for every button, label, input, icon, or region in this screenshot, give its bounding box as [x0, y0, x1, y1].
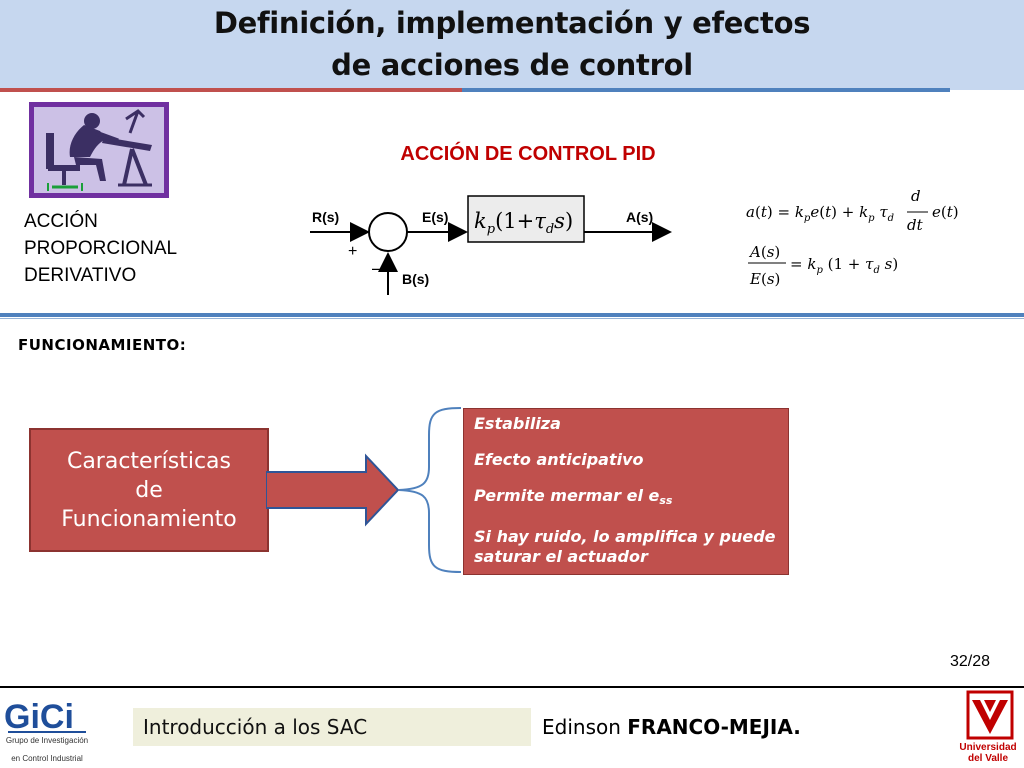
- list-item: Estabiliza: [474, 414, 561, 433]
- author-last-name: FRANCO-MEJIA.: [627, 715, 801, 739]
- characteristics-box: Características de Funcionamiento: [29, 428, 269, 552]
- svg-text:e(t): e(t): [932, 203, 959, 221]
- svg-text:dt: dt: [907, 216, 924, 234]
- right-arrow-icon: [266, 453, 400, 527]
- characteristics-line2: de: [135, 477, 163, 503]
- action-type-label: ACCIÓN PROPORCIONAL DERIVATIVO: [24, 208, 177, 289]
- characteristics-line1: Características: [66, 448, 231, 474]
- univalle-caption-line2: del Valle: [967, 753, 1009, 764]
- gici-logo-text: GiCi: [4, 698, 74, 736]
- svg-text:a(t) = kpe(t) + kp τd: a(t) = kpe(t) + kp τd: [746, 203, 894, 224]
- error-signal-label: E(s): [422, 209, 448, 225]
- output-signal-label: A(s): [626, 209, 653, 225]
- course-title: Introducción a los SAC: [133, 708, 531, 746]
- slide-title-line2: de acciones de control: [331, 48, 693, 82]
- gici-caption: Grupo de Investigación en Control Indust…: [4, 736, 90, 764]
- svg-text:A(s): A(s): [748, 243, 780, 261]
- block-diagram: R(s) + – B(s) E(s) kp(1+τds) A(s): [310, 195, 672, 295]
- title-rule-red: [0, 88, 462, 92]
- svg-text:= kp (1 + τd s): = kp (1 + τd s): [790, 255, 898, 276]
- feedback-signal-label: B(s): [402, 271, 429, 287]
- side-label-line3: DERIVATIVO: [24, 265, 137, 286]
- list-item-text: Permite mermar el e: [474, 486, 660, 505]
- slide-title-line1: Definición, implementación y efectos: [213, 6, 811, 40]
- summing-junction: [368, 212, 408, 252]
- side-label-line1: ACCIÓN: [24, 211, 98, 232]
- effects-list: Estabiliza Efecto anticipativo Permite m…: [463, 408, 789, 575]
- minus-sign: –: [372, 258, 382, 278]
- pid-formulas: a(t) = kpe(t) + kp τd d dt e(t) A(s) E(s…: [746, 187, 959, 288]
- title-band: [0, 0, 1024, 90]
- section-divider: [0, 313, 1024, 317]
- pid-heading: ACCIÓN DE CONTROL PID: [400, 143, 656, 165]
- controller-block: [467, 195, 585, 243]
- univalle-logo: [966, 690, 1014, 740]
- section-label: FUNCIONAMIENTO:: [18, 336, 187, 354]
- left-brace-icon: [398, 407, 462, 573]
- gici-caption-line2: en Control Industrial: [11, 754, 83, 763]
- svg-text:d: d: [911, 187, 921, 205]
- univalle-caption-line1: Universidad: [959, 742, 1017, 753]
- person-at-desk-icon: [46, 109, 152, 191]
- univalle-caption: Universidad del Valle: [952, 742, 1024, 764]
- gici-logo: GiCi: [4, 698, 86, 736]
- time-domain-equation: a(t) = kpe(t) + kp τd d dt e(t): [746, 187, 959, 234]
- author-name: Edinson FRANCO-MEJIA.: [542, 708, 801, 746]
- list-item: Efecto anticipativo: [474, 450, 644, 469]
- characteristics-line3: Funcionamiento: [61, 506, 237, 532]
- slide-title: Definición, implementación y efectos de …: [0, 2, 1024, 86]
- list-item: Permite mermar el ess: [474, 486, 778, 511]
- side-label-line2: PROPORCIONAL: [24, 238, 178, 259]
- svg-text:E(s): E(s): [749, 270, 780, 288]
- gici-caption-line1: Grupo de Investigación: [5, 736, 89, 745]
- transfer-function-equation: A(s) E(s) = kp (1 + τd s): [748, 243, 898, 288]
- desk-worker-clipart: [29, 102, 169, 198]
- plus-sign: +: [348, 243, 357, 260]
- page-number: 32/28: [950, 653, 991, 670]
- author-first-name: Edinson: [542, 715, 621, 739]
- list-item-subscript: ss: [659, 494, 673, 507]
- title-rule-blue: [462, 88, 950, 92]
- input-signal-label: R(s): [312, 209, 339, 225]
- section-divider-thin: [0, 318, 1024, 319]
- list-item: Si hay ruido, lo amplifica y puede satur…: [474, 527, 776, 566]
- footer-divider: [0, 686, 1024, 688]
